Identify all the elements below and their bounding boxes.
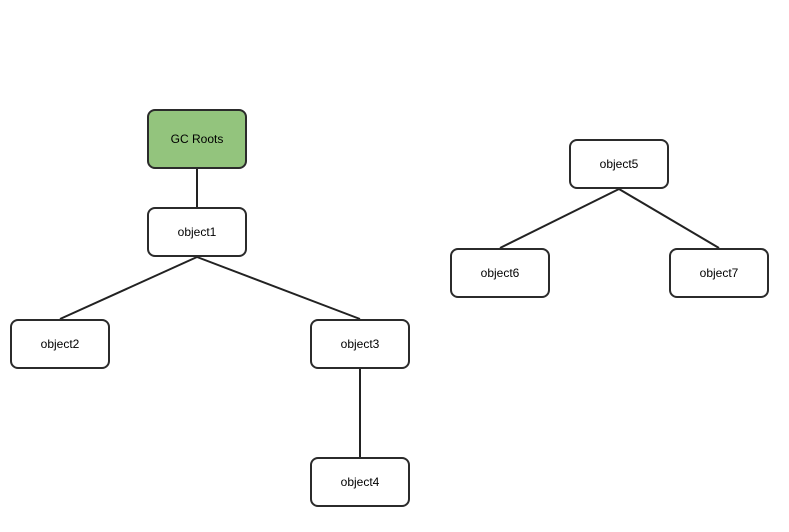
node-object7[interactable]: object7 <box>669 248 769 298</box>
edge-object5-object7 <box>618 188 720 249</box>
edge-object1-object2 <box>59 256 198 320</box>
node-object3[interactable]: object3 <box>310 319 410 369</box>
node-label: object7 <box>699 266 739 280</box>
node-label: object6 <box>480 266 520 280</box>
node-object5[interactable]: object5 <box>569 139 669 189</box>
node-label: object3 <box>340 337 380 351</box>
edge-object1-object3 <box>196 256 361 320</box>
node-gc-roots[interactable]: GC Roots <box>147 109 247 169</box>
node-label: object2 <box>40 337 80 351</box>
node-label: object5 <box>599 157 639 171</box>
node-object2[interactable]: object2 <box>10 319 110 369</box>
node-object1[interactable]: object1 <box>147 207 247 257</box>
edge-object5-object6 <box>499 188 620 249</box>
node-label: object4 <box>340 475 380 489</box>
node-object6[interactable]: object6 <box>450 248 550 298</box>
node-object4[interactable]: object4 <box>310 457 410 507</box>
node-label: GC Roots <box>170 132 224 146</box>
node-label: object1 <box>177 225 217 239</box>
